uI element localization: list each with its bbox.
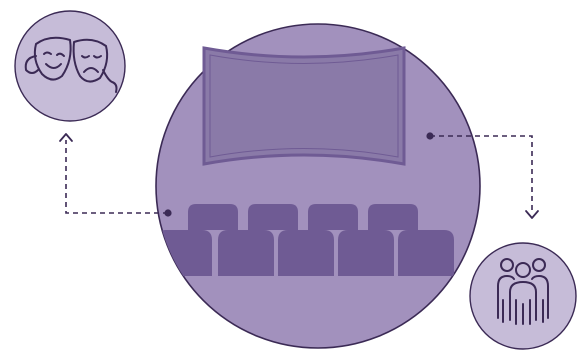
front-row-seat — [338, 230, 394, 276]
audience-circle — [470, 243, 576, 349]
audience-group-icon — [470, 243, 576, 349]
connector-dot — [426, 132, 433, 139]
arrow-down-icon — [526, 211, 538, 218]
front-row-seat — [218, 230, 274, 276]
back-row-seat — [308, 204, 358, 230]
arrow-up-icon — [60, 134, 72, 141]
back-row-seat — [248, 204, 298, 230]
theater-masks-icon — [15, 11, 125, 121]
front-row-seat — [278, 230, 334, 276]
cinema-hall-icon — [156, 24, 480, 348]
cinema-screen — [204, 48, 404, 164]
theater-masks-circle — [15, 11, 125, 121]
front-row-seat — [398, 230, 454, 276]
connector-dot — [164, 209, 171, 216]
back-row-seat — [368, 204, 418, 230]
front-row-seat — [156, 230, 212, 276]
back-row-seat — [188, 204, 238, 230]
connector-seats-to-masks — [66, 140, 168, 213]
